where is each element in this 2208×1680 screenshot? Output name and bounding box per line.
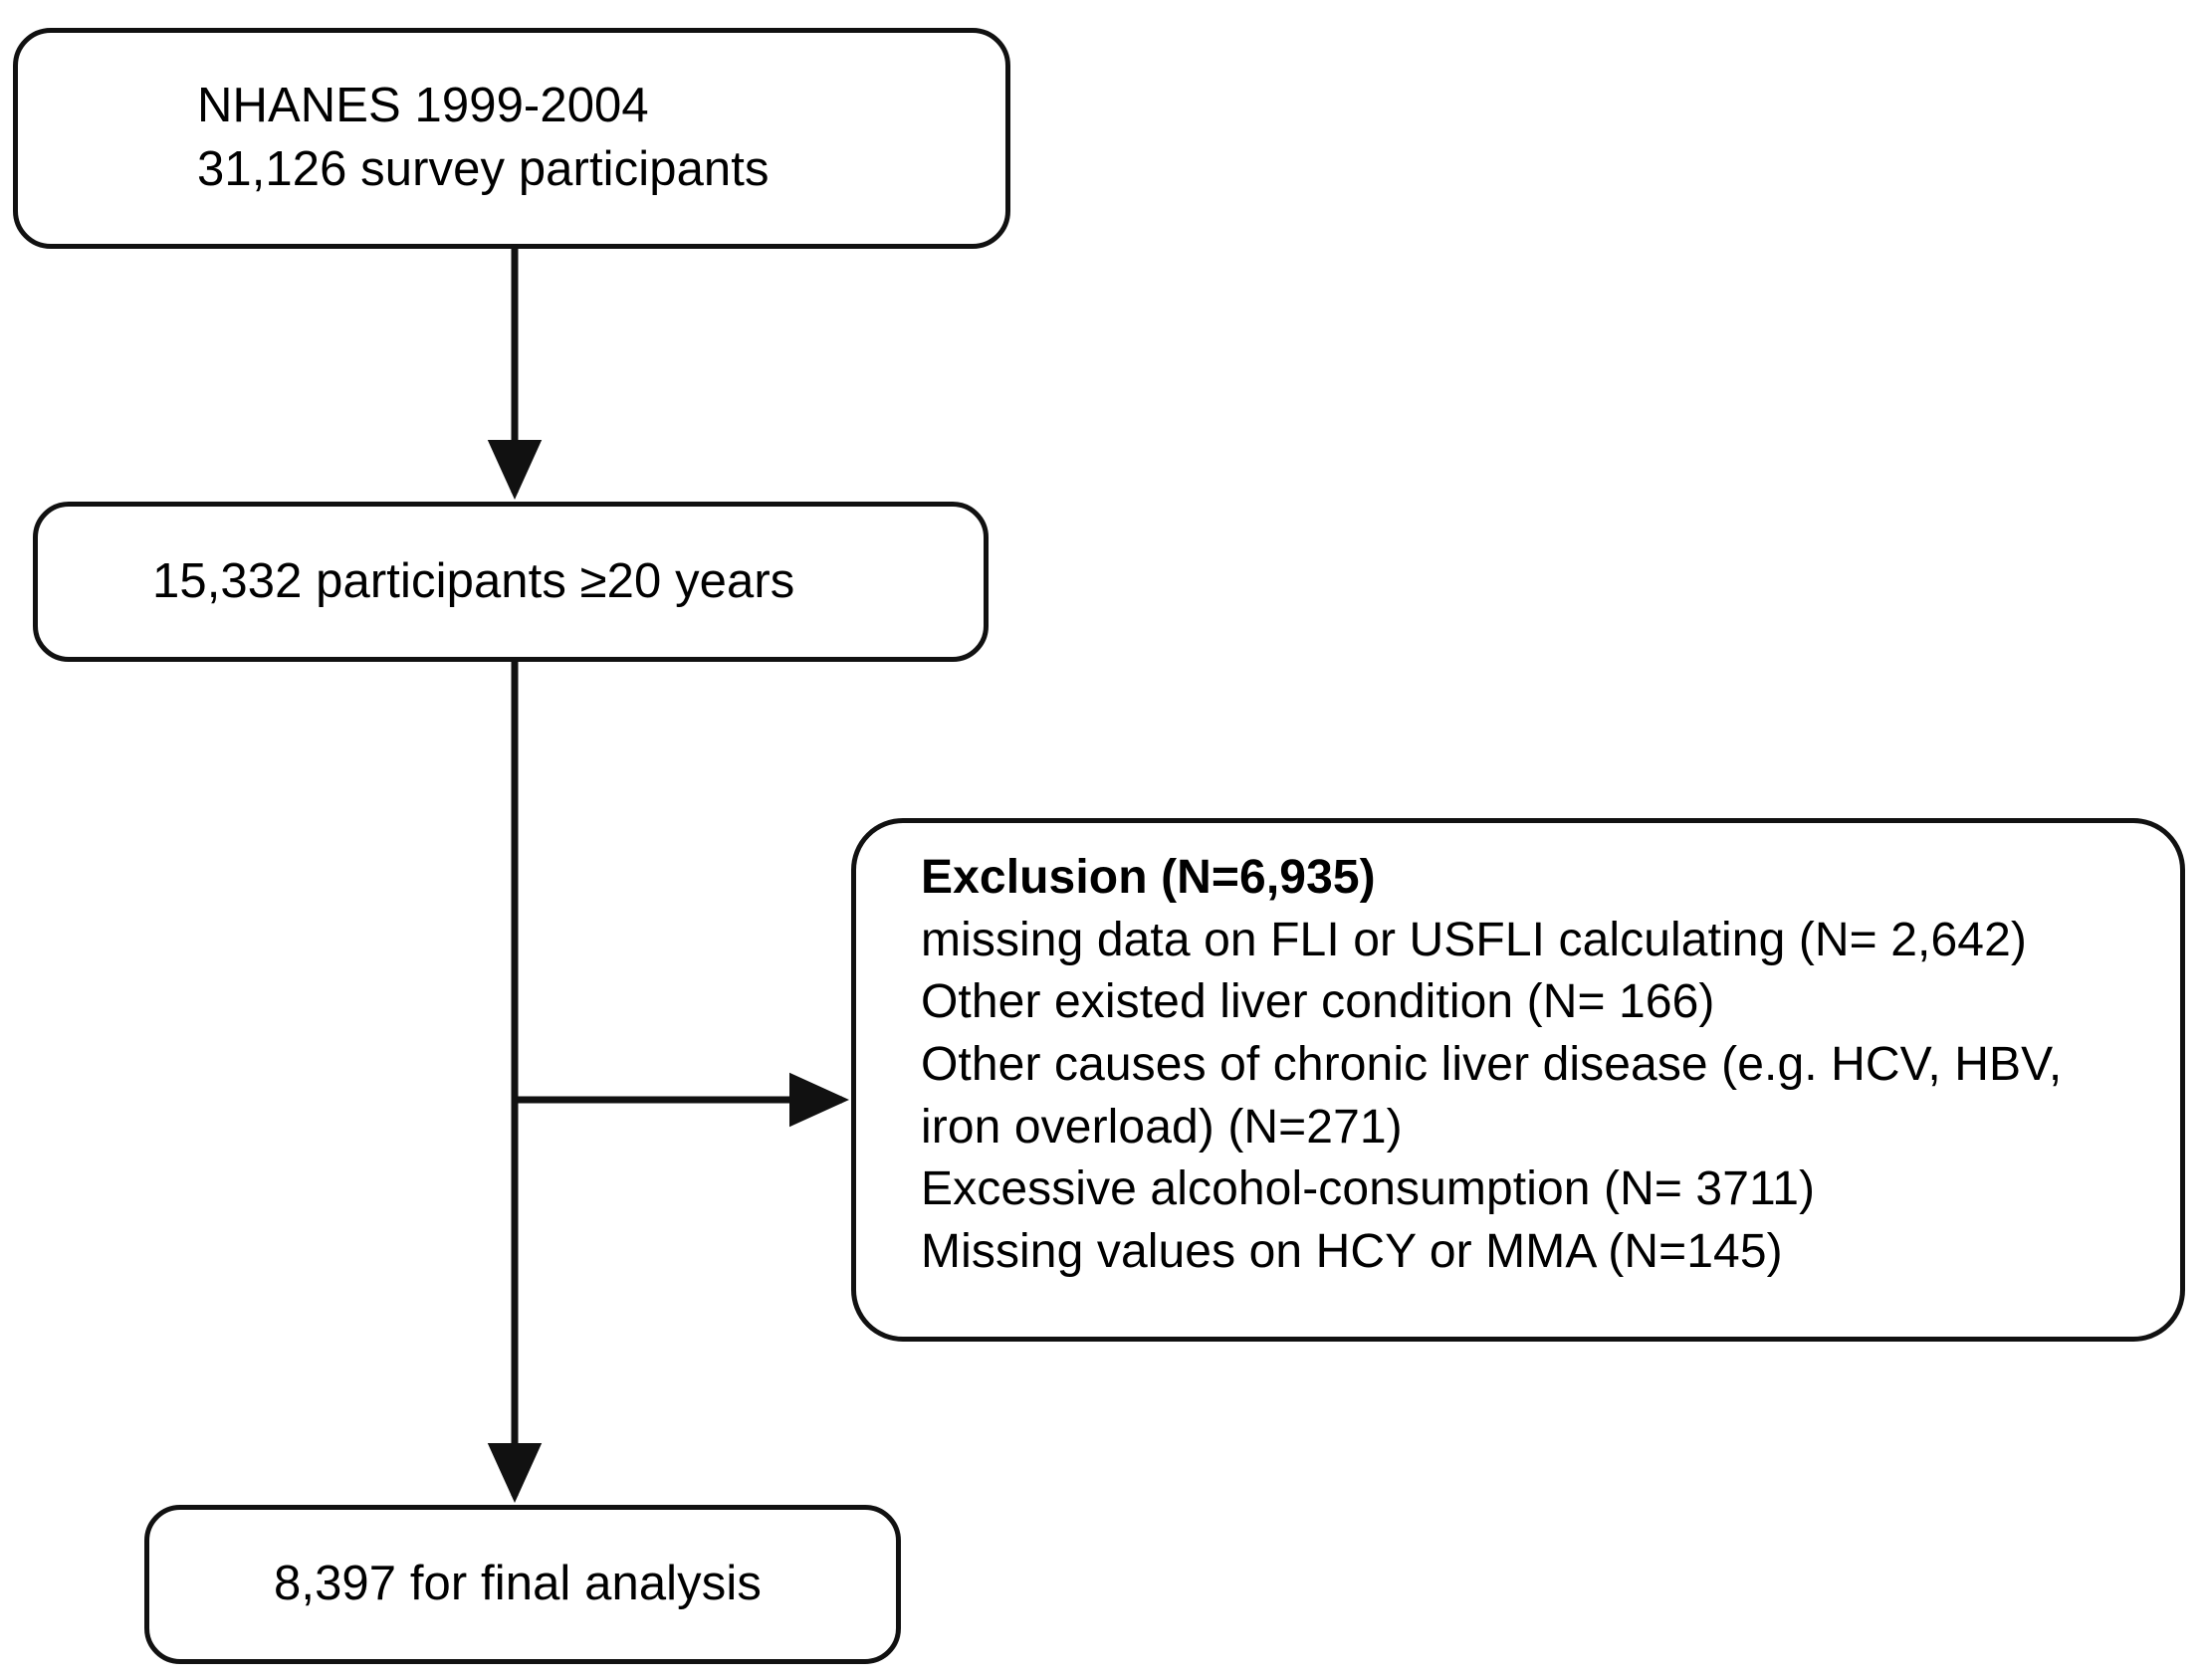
exclusion-heading: Exclusion (N=6,935)	[921, 851, 1376, 904]
final-cohort-line-1: 8,397 for final analysis	[274, 1557, 762, 1611]
exclusion-content: Exclusion (N=6,935) missing data on FLI …	[921, 823, 2156, 1283]
exclusion-reason-1: missing data on FLI or USFLI calculating…	[921, 913, 2027, 966]
exclusion-reason-4: Excessive alcohol-consumption (N= 3711)	[921, 1162, 1816, 1216]
node-exclusion: Exclusion (N=6,935) missing data on FLI …	[851, 818, 2185, 1342]
age-filtered-line-1: 15,332 participants ≥20 years	[152, 553, 795, 608]
exclusion-reason-3: Other causes of chronic liver disease (e…	[921, 1037, 2063, 1154]
node-source-cohort: NHANES 1999-2004 31,126 survey participa…	[13, 28, 1010, 249]
exclusion-reason-2: Other existed liver condition (N= 166)	[921, 975, 1715, 1029]
source-cohort-line-1: NHANES 1999-2004	[197, 79, 649, 133]
node-final-cohort: 8,397 for final analysis	[144, 1505, 901, 1664]
source-cohort-line-2: 31,126 survey participants	[197, 142, 770, 196]
exclusion-reason-5: Missing values on HCY or MMA (N=145)	[921, 1224, 1783, 1278]
node-age-filtered-cohort: 15,332 participants ≥20 years	[33, 502, 989, 662]
